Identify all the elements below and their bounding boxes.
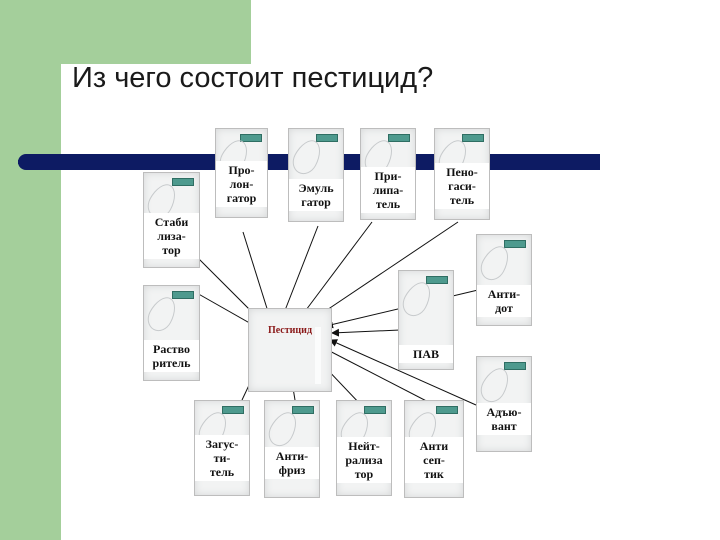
cap-icon bbox=[504, 362, 526, 370]
center-label: Пестицид bbox=[267, 325, 313, 336]
cap-icon bbox=[316, 134, 338, 142]
jar-pav: ПАВ bbox=[398, 270, 454, 370]
decor-white-corner bbox=[61, 64, 251, 126]
cap-icon bbox=[364, 406, 386, 414]
arrow-emulgator bbox=[280, 225, 319, 319]
jar-adyuvant: Адъю-вант bbox=[476, 356, 532, 452]
arrow-pav bbox=[331, 328, 401, 337]
label-antidot: Анти-дот bbox=[477, 285, 531, 317]
decor-green-left bbox=[0, 0, 61, 540]
cap-icon bbox=[426, 276, 448, 284]
cap-icon bbox=[172, 291, 194, 299]
label-prilipatel: При-липа-тель bbox=[361, 167, 415, 213]
arrow-prolongator bbox=[242, 231, 272, 319]
cap-icon bbox=[388, 134, 410, 142]
arrow-penogasitel bbox=[311, 221, 459, 321]
cap-icon bbox=[292, 406, 314, 414]
label-pav: ПАВ bbox=[399, 345, 453, 363]
jar-antifriz: Анти-фриз bbox=[264, 400, 320, 498]
jar-pesticide-center: Пестицид bbox=[248, 308, 332, 392]
jar-prilipatel: При-липа-тель bbox=[360, 128, 416, 220]
arrow-adyuvant bbox=[329, 339, 477, 406]
cap-icon bbox=[172, 178, 194, 186]
cap-icon bbox=[462, 134, 484, 142]
cap-icon bbox=[436, 406, 458, 414]
arrow-prilipatel bbox=[299, 221, 373, 319]
jar-antidot: Анти-дот bbox=[476, 234, 532, 326]
cap-icon bbox=[504, 240, 526, 248]
label-penogasitel: Пено-гаси-тель bbox=[435, 163, 489, 209]
cap-icon bbox=[240, 134, 262, 142]
jar-penogasitel: Пено-гаси-тель bbox=[434, 128, 490, 220]
cap-icon bbox=[222, 406, 244, 414]
label-antifriz: Анти-фриз bbox=[265, 447, 319, 479]
arrow-antiseptik bbox=[317, 344, 441, 409]
slide-title: Из чего состоит пестицид? bbox=[72, 62, 434, 94]
jar-prolongator: Про-лон-гатор bbox=[215, 128, 268, 218]
label-adyuvant: Адъю-вант bbox=[477, 403, 531, 435]
label-zagustitel: Загус-ти-тель bbox=[195, 435, 249, 481]
label-prolongator: Про-лон-гатор bbox=[216, 161, 267, 207]
jar-zagustitel: Загус-ти-тель bbox=[194, 400, 250, 496]
